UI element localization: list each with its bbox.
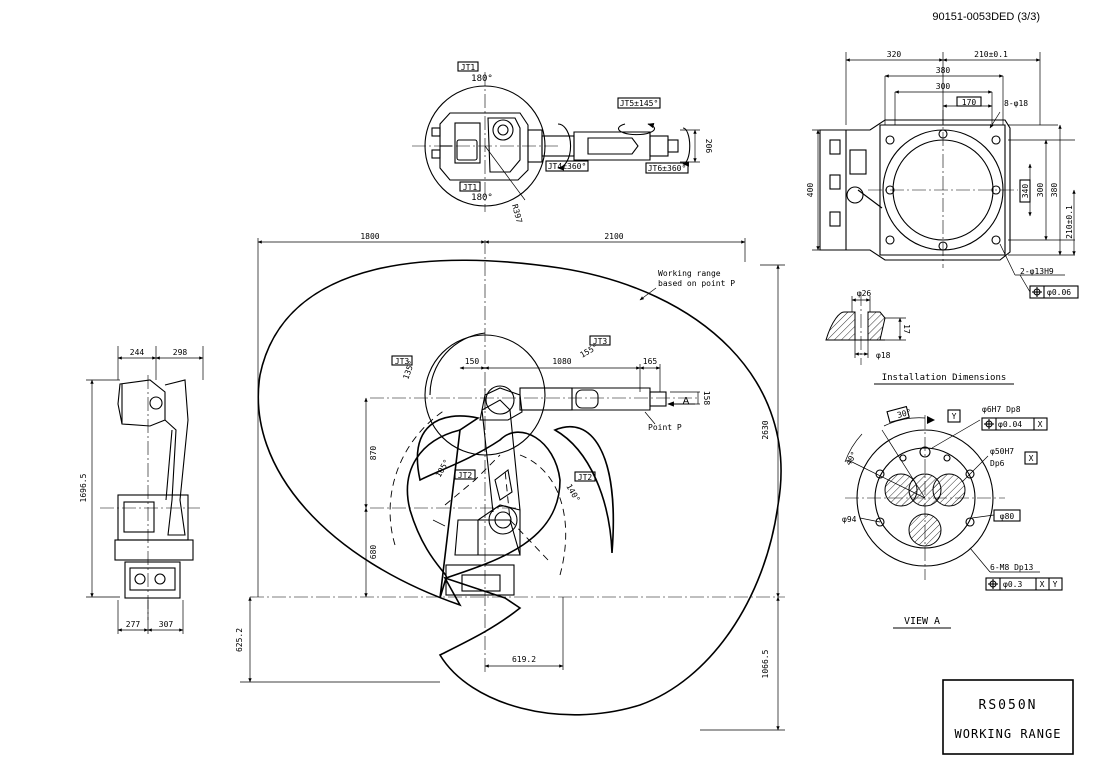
dim-244: 244 — [130, 348, 145, 357]
base-view: 320 210±0.1 380 300 170 8-φ18 400 340 30… — [806, 50, 1079, 299]
jt5-label: JT5±145° — [620, 99, 659, 108]
side-view: 244 298 1696.5 277 307 — [79, 346, 204, 634]
main-view: 1800 2100 Working range based on point P… — [235, 232, 785, 731]
jt2-right-angle: 140° — [564, 483, 581, 504]
jt1-bottom-angle: 180° — [471, 193, 493, 203]
title-block: RS050N WORKING RANGE — [942, 679, 1074, 755]
dim-320: 320 — [887, 50, 902, 59]
dim-1080: 1080 — [552, 357, 571, 366]
dim-26: φ26 — [857, 289, 872, 298]
thread-label: 6-M8 Dp13 — [990, 563, 1034, 572]
dim-210-top: 210±0.1 — [974, 50, 1008, 59]
model-name: RS050N — [979, 698, 1038, 713]
dim-300-top: 300 — [936, 82, 951, 91]
hole-6h7: φ6H7 Dp8 — [982, 405, 1021, 414]
dim-300-right: 300 — [1036, 183, 1045, 198]
dim-18: φ18 — [876, 351, 891, 360]
radius-label: R397 — [510, 203, 524, 224]
jt3-right-angle: 155° — [579, 342, 600, 359]
tol-03: φ0.3 — [1003, 580, 1022, 589]
doc-number: 90151-0053DED (3/3) — [932, 11, 1040, 23]
dim-298: 298 — [173, 348, 188, 357]
dim-307: 307 — [159, 620, 174, 629]
datum-x1: X — [1038, 420, 1043, 429]
dim-340: 340 — [1021, 184, 1030, 199]
angle-30: 30° — [896, 407, 912, 419]
view-a: 30° 40° Y φ6H7 Dp8 φ0.04 X φ50H7 Dp6 X φ… — [842, 405, 1063, 629]
dim-380-right: 380 — [1050, 183, 1059, 198]
holes-8: 8-φ18 — [1004, 99, 1028, 108]
dim-380-top: 380 — [936, 66, 951, 75]
datum-y3: Y — [1053, 580, 1058, 589]
dim-170: 170 — [962, 98, 977, 107]
jt3-right-label: JT3 — [593, 337, 608, 346]
datum-x2: X — [1029, 454, 1034, 463]
dim-619-2: 619.2 — [512, 655, 536, 664]
jt6-label: JT6±360° — [648, 164, 687, 173]
holes-2: 2-φ13H9 — [1020, 267, 1054, 276]
dim-625-2: 625.2 — [235, 628, 244, 652]
hole-50h7-1: φ50H7 — [990, 447, 1014, 456]
tol-006: φ0.06 — [1047, 288, 1071, 297]
dim-277: 277 — [126, 620, 141, 629]
installation-title: Installation Dimensions — [882, 373, 1007, 383]
point-p-label: Point P — [648, 423, 682, 432]
dim-1066-5: 1066.5 — [761, 649, 770, 678]
jt3-left-label: JT3 — [395, 357, 410, 366]
dim-870: 870 — [369, 446, 378, 461]
view-a-title: VIEW A — [904, 616, 940, 627]
dim-2630: 2630 — [761, 420, 770, 439]
dim-165: 165 — [643, 357, 658, 366]
dim-158: 158 — [702, 391, 711, 406]
tol-004: φ0.04 — [998, 420, 1022, 429]
view-arrow-a: A — [683, 396, 690, 407]
jt1-top-angle: 180° — [471, 74, 493, 84]
drawing-subtitle: WORKING RANGE — [955, 727, 1062, 741]
dia-80: φ80 — [1000, 512, 1015, 521]
dim-150: 150 — [465, 357, 480, 366]
jt1-top-label: JT1 — [461, 63, 476, 72]
dia-94: φ94 — [842, 515, 857, 524]
jt2-left-angle: 105° — [434, 458, 451, 479]
dim-1800: 1800 — [360, 232, 379, 241]
dim-400: 400 — [806, 183, 815, 198]
jt1-bottom-label: JT1 — [463, 183, 478, 192]
hole-50h7-2: Dp6 — [990, 459, 1005, 468]
jt2-right-label: JT2 — [578, 473, 593, 482]
robot-body — [445, 385, 667, 596]
dim-210-right: 210±0.1 — [1065, 205, 1074, 239]
dim-206: 206 — [704, 139, 713, 154]
datum-x3: X — [1040, 580, 1045, 589]
dim-1696-5: 1696.5 — [79, 473, 88, 502]
jt4-label: JT4±360° — [548, 162, 587, 171]
dim-2100: 2100 — [604, 232, 623, 241]
top-view: JT1 180° JT1 180° R397 JT5±145° JT4±360°… — [412, 61, 713, 224]
working-range-note-2: based on point P — [658, 279, 735, 288]
dim-680: 680 — [369, 545, 378, 560]
working-range-note-1: Working range — [658, 269, 721, 278]
dim-17: 17 — [902, 324, 911, 334]
datum-y: Y — [952, 412, 957, 421]
jt2-left-label: JT2 — [458, 471, 473, 480]
installation-view: φ26 17 φ18 Installation Dimensions — [825, 289, 1014, 385]
